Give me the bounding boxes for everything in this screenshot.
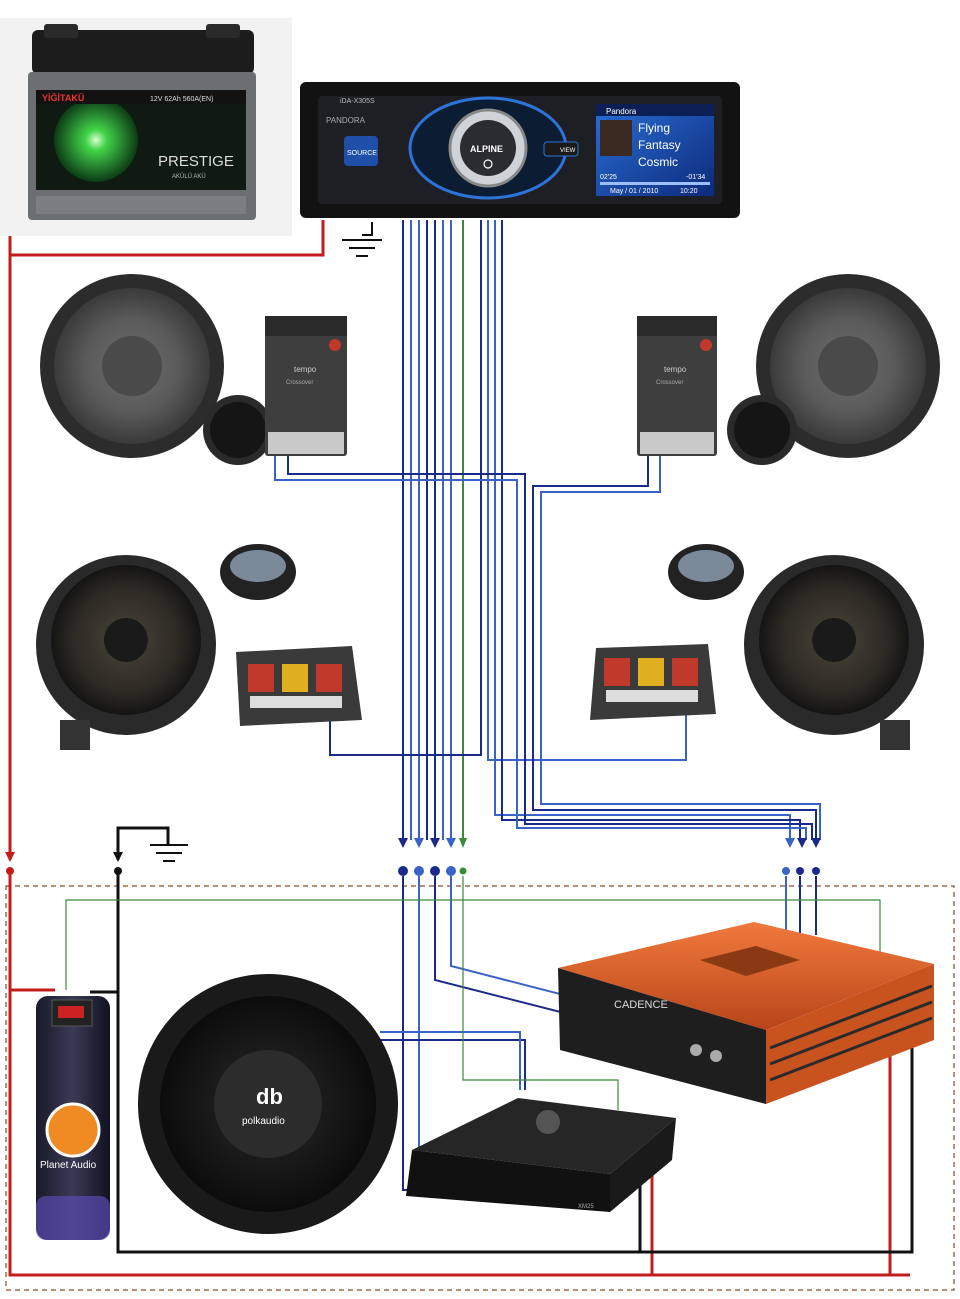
screen-line-3: Cosmic: [638, 155, 678, 169]
rca-arrow-heads: [398, 838, 821, 848]
crossover-brand-right: tempo: [664, 365, 687, 374]
remaining-time: -01'34: [686, 174, 705, 181]
rca-wiring: [274, 220, 821, 840]
cadence-logo: CADENCE: [614, 999, 668, 1011]
elapsed-time: 02'25: [600, 174, 617, 181]
crossover-brand: tempo: [294, 365, 317, 374]
front-right-tweeter: [727, 395, 797, 465]
capacitor-brand: Planet Audio: [40, 1160, 97, 1171]
rear-right-speaker: [744, 555, 924, 750]
subwoofer-amplifier: XM25: [406, 1098, 676, 1212]
view-label: VIEW: [560, 148, 576, 154]
battery-model-sub: AKÜLÜ AKÜ: [172, 173, 206, 180]
rear-left-tweeter: [220, 544, 296, 600]
screen-date: May / 01 / 2010: [610, 188, 658, 195]
pandora-label: PANDORA: [326, 116, 366, 125]
small-amp-model: XM25: [578, 1204, 594, 1210]
ground-arrow-icon: [113, 852, 123, 862]
rca-terminal-dots: [398, 866, 820, 876]
album-art: [600, 120, 632, 156]
front-left-tweeter: [203, 395, 273, 465]
head-unit-ground-symbol-icon: [342, 222, 382, 257]
screen-line-2: Fantasy: [638, 138, 681, 152]
rear-left-speaker: [36, 555, 216, 750]
front-left-midwoofer: [40, 274, 224, 458]
subwoofer: polkaudio db: [138, 974, 398, 1234]
ground-wiring: [90, 826, 914, 1254]
car-battery: YİĞİTAKÜ 12V 62Ah 560A(EN) PRESTIGE AKÜL…: [0, 18, 292, 236]
source-label: SOURCE: [347, 150, 377, 157]
power-terminal-dot: [6, 867, 14, 875]
power-arrow-icon: [5, 852, 15, 862]
search-icon: [483, 159, 493, 169]
front-left-crossover: tempo Crossover: [265, 316, 347, 456]
battery-model: PRESTIGE: [158, 153, 234, 170]
screen-app-name: Pandora: [606, 107, 637, 116]
screen-line-1: Flying: [638, 121, 670, 135]
front-right-midwoofer: [756, 274, 940, 458]
rear-right-crossover: [590, 644, 716, 720]
rear-left-crossover: [236, 646, 362, 726]
crossover-sub: Crossover: [286, 380, 313, 386]
amp-enclosure-outline: [5, 885, 955, 1291]
battery-brand: YİĞİTAKÜ: [42, 92, 84, 103]
cadence-amplifier: CADENCE: [558, 922, 934, 1104]
front-right-crossover: tempo Crossover: [637, 316, 717, 456]
rear-right-tweeter: [668, 544, 744, 600]
alpine-logo: ALPINE: [470, 144, 503, 154]
subwoofer-brand: polkaudio: [242, 1116, 285, 1127]
head-unit: iDA-X305S PANDORA SOURCE ALPINE VIEW Pan…: [300, 82, 740, 218]
ground-terminal-dot: [114, 867, 122, 875]
svg-text:db: db: [256, 1084, 283, 1109]
power-capacitor: Planet Audio: [36, 996, 110, 1240]
ground-symbol-icon: [150, 844, 188, 862]
screen-clock: 10:20: [680, 188, 698, 195]
head-unit-model: iDA-X305S: [340, 98, 375, 105]
source-button: [344, 136, 378, 166]
crossover-sub-right: Crossover: [656, 380, 683, 386]
battery-spec: 12V 62Ah 560A(EN): [150, 96, 213, 103]
